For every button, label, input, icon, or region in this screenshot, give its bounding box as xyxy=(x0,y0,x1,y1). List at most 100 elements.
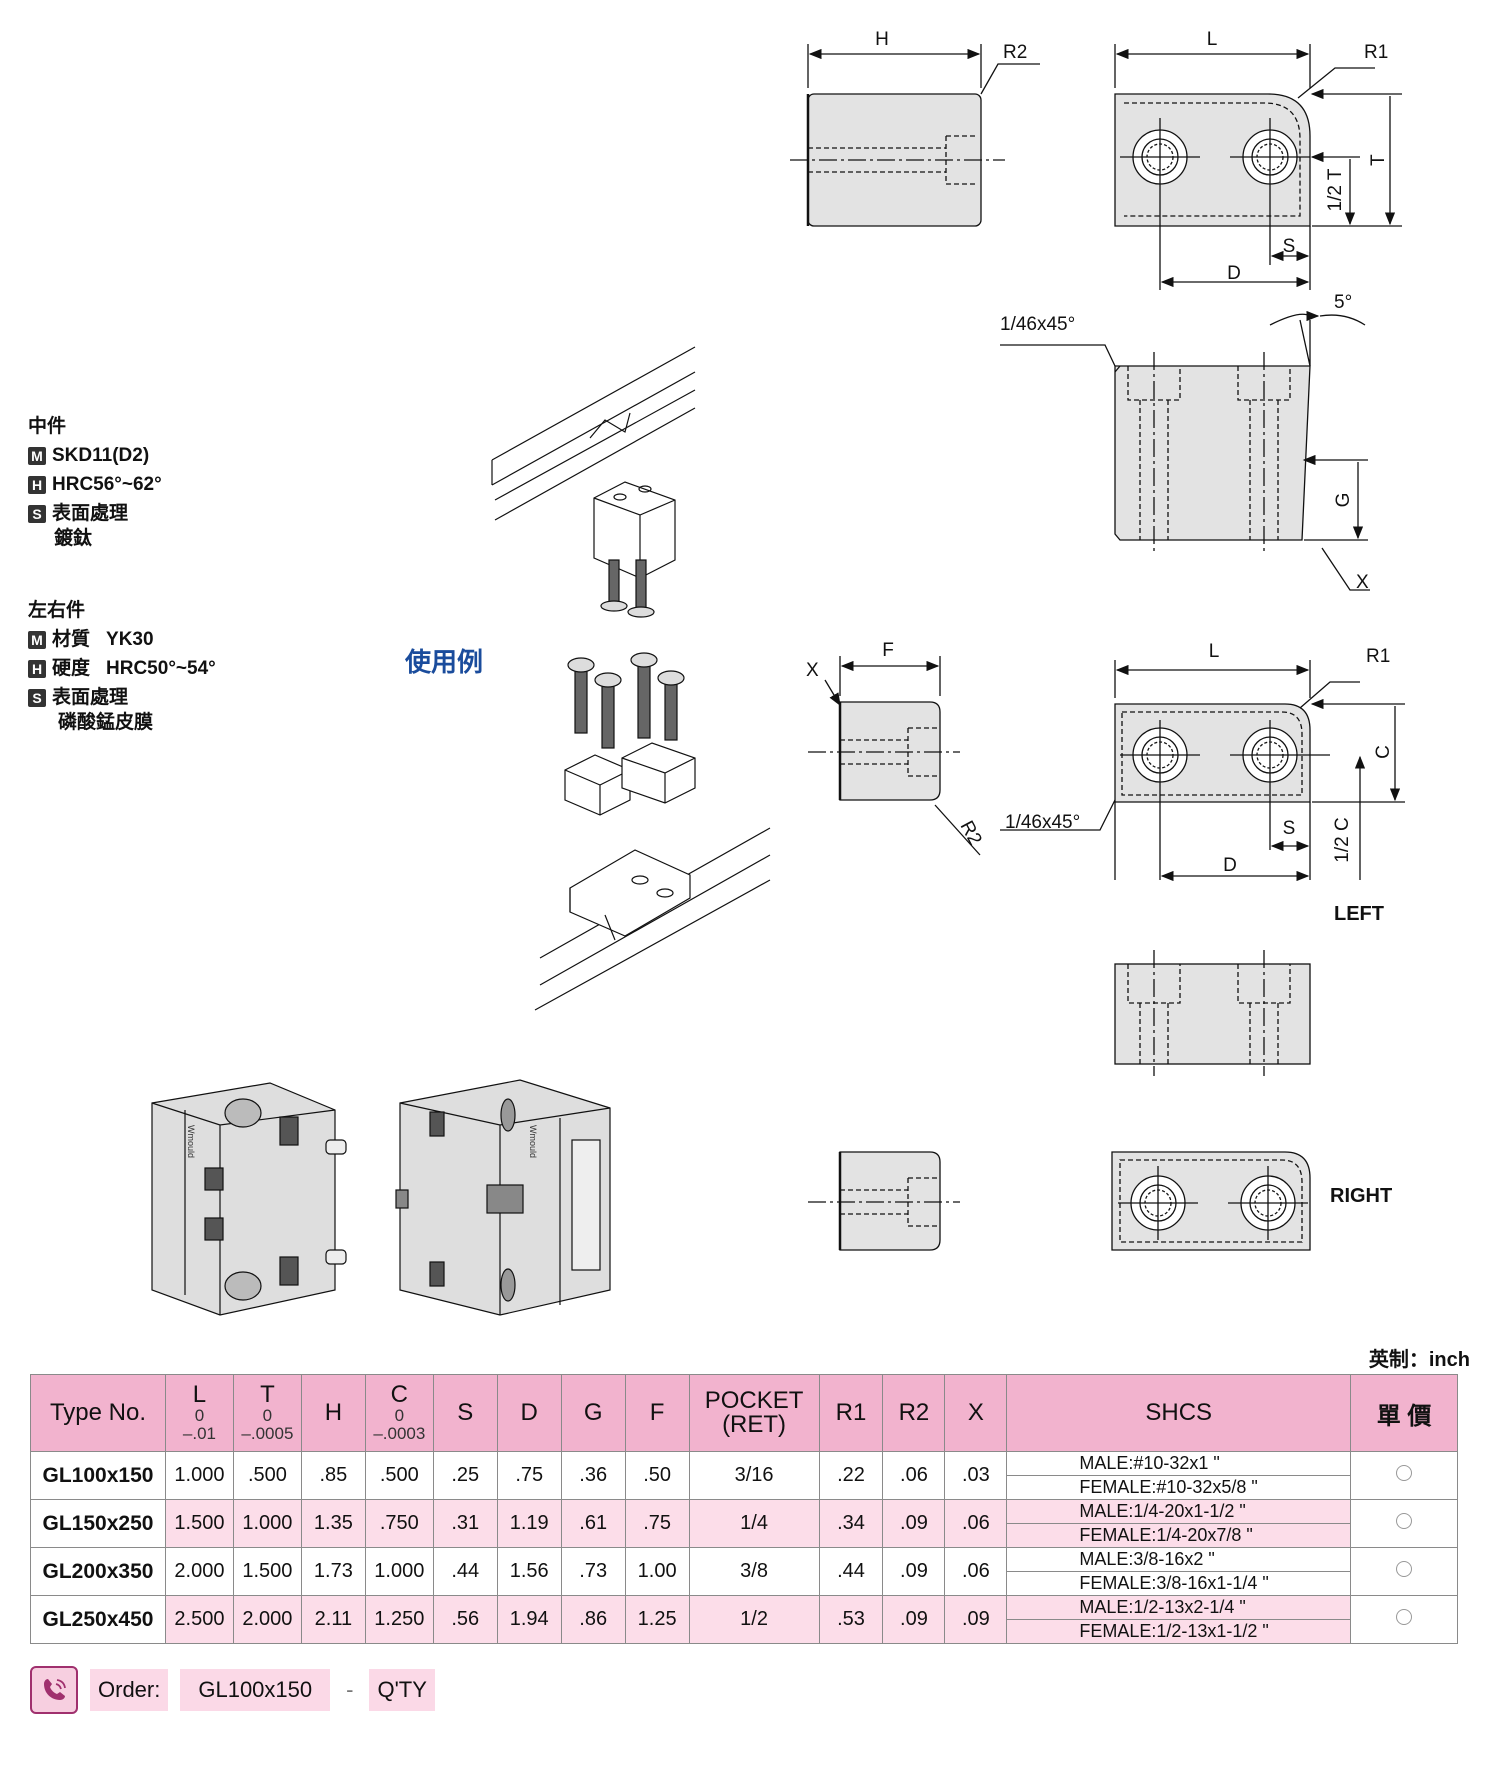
header-T: T 0 –.0005 xyxy=(232,1374,302,1452)
order-dash: - xyxy=(346,1677,354,1702)
dim-R1-left-label: R1 xyxy=(1366,646,1390,667)
shcs-male: MALE:1/4-20x1-1/2 " xyxy=(1079,1501,1246,1521)
select-radio[interactable] xyxy=(1396,1561,1413,1577)
right-plan-view xyxy=(1111,1151,1311,1251)
usage-illustration xyxy=(491,346,771,1011)
shcs-female: FEMALE:1/2-13x1-1/2 " xyxy=(1007,1619,1351,1643)
surface-badge: S xyxy=(28,688,46,707)
cell-D: 1.56 xyxy=(496,1547,562,1596)
dim-half-C-label: 1/2 C xyxy=(1332,817,1353,862)
cell-shcs: MALE:1/4-20x1-1/2 " FEMALE:1/4-20x7/8 " xyxy=(1006,1499,1352,1548)
dim-C-label: C xyxy=(1373,745,1394,759)
cell-type: GL200x350 xyxy=(30,1547,166,1596)
order-qty: Q'TY xyxy=(369,1669,435,1711)
mold-base-right xyxy=(395,1079,611,1316)
dim-F-label: F xyxy=(882,640,894,661)
header-C: C 0 –.0003 xyxy=(364,1374,434,1452)
select-radio[interactable] xyxy=(1396,1609,1413,1625)
shcs-female: FEMALE:3/8-16x1-1/4 " xyxy=(1007,1571,1351,1595)
dim-L-label: L xyxy=(1207,29,1218,50)
cell-C: .500 xyxy=(364,1451,434,1500)
cell-H: 1.73 xyxy=(300,1547,366,1596)
dim-S-label: S xyxy=(1283,236,1296,257)
cell-X: .09 xyxy=(944,1595,1008,1644)
spec-middle-material: M SKD11(D2) xyxy=(28,441,162,470)
header-R1: R1 xyxy=(818,1374,884,1452)
spec-middle-surface-value: 鍍鈦 xyxy=(54,528,93,549)
dim-chamfer-left-label: 1/46x45° xyxy=(1005,812,1080,833)
dim-R2-left-label: R2 xyxy=(956,817,986,848)
cell-type: GL100x150 xyxy=(30,1451,166,1500)
dim-X-label: X xyxy=(1356,572,1369,593)
hardness-badge: H xyxy=(28,659,46,678)
cell-X: .06 xyxy=(944,1499,1008,1548)
spec-middle-hardness-value: HRC56°~62° xyxy=(52,474,162,495)
cell-price xyxy=(1350,1499,1458,1548)
cell-price xyxy=(1350,1451,1458,1500)
cell-T: 2.000 xyxy=(232,1595,302,1644)
dim-T-label: T xyxy=(1368,154,1389,166)
cell-G: .73 xyxy=(560,1547,626,1596)
right-side-view xyxy=(808,1151,960,1251)
cell-D: 1.19 xyxy=(496,1499,562,1548)
cell-H: 2.11 xyxy=(300,1595,366,1644)
cell-R2: .09 xyxy=(882,1499,946,1548)
mold-base-left xyxy=(151,1082,347,1316)
cell-pocket: 3/8 xyxy=(688,1547,820,1596)
spec-middle-title: 中件 xyxy=(28,416,67,437)
table-row: GL150x250 1.500 1.000 1.35 .750 .31 1.19… xyxy=(30,1499,1458,1548)
cell-G: .86 xyxy=(560,1595,626,1644)
header-pocket: POCKET (RET) xyxy=(688,1374,820,1452)
header-T-tol-top: 0 xyxy=(262,1406,273,1425)
cell-type: GL250x450 xyxy=(30,1595,166,1644)
cell-R1: .34 xyxy=(818,1499,884,1548)
cell-shcs: MALE:#10-32x1 " FEMALE:#10-32x5/8 " xyxy=(1006,1451,1352,1500)
cell-C: 1.250 xyxy=(364,1595,434,1644)
dim-chamfer-top-label: 1/46x45° xyxy=(1000,314,1075,335)
order-example: Order: GL100x150 - Q'TY xyxy=(30,1666,435,1714)
cell-L: 2.500 xyxy=(164,1595,234,1644)
dim-D-label: D xyxy=(1227,263,1241,284)
order-label: Order: xyxy=(90,1669,169,1711)
hardness-badge: H xyxy=(28,475,46,494)
select-radio[interactable] xyxy=(1396,1513,1413,1529)
dim-G-label: G xyxy=(1333,493,1354,508)
spec-table: Type No. L 0 –.01 T 0 –.0005 H C 0 –.000… xyxy=(30,1374,1458,1644)
surface-badge: S xyxy=(28,504,46,523)
spec-side-title: 左右件 xyxy=(28,600,86,621)
spec-middle-surface: S 表面處理 xyxy=(28,499,162,528)
spec-side-hardness: H 硬度 HRC50°~54° xyxy=(28,654,216,683)
cell-D: .75 xyxy=(496,1451,562,1500)
cell-type: GL150x250 xyxy=(30,1499,166,1548)
material-badge: M xyxy=(28,630,46,649)
header-D: D xyxy=(496,1374,562,1452)
cell-price xyxy=(1350,1547,1458,1596)
spec-side-parts: 左右件 M 材質 YK30 H 硬度 HRC50°~54° S 表面處理 磷酸錳… xyxy=(28,596,216,734)
cell-S: .56 xyxy=(432,1595,498,1644)
shcs-male: MALE:3/8-16x2 " xyxy=(1079,1549,1215,1569)
shcs-female: FEMALE:#10-32x5/8 " xyxy=(1007,1475,1351,1499)
cell-pocket: 3/16 xyxy=(688,1451,820,1500)
cell-L: 1.500 xyxy=(164,1499,234,1548)
right-caption: RIGHT xyxy=(1330,1185,1392,1207)
shcs-female: FEMALE:1/4-20x7/8 " xyxy=(1007,1523,1351,1547)
cell-price xyxy=(1350,1595,1458,1644)
cell-F: .75 xyxy=(624,1499,690,1548)
table-row: GL100x150 1.000 .500 .85 .500 .25 .75 .3… xyxy=(30,1451,1458,1500)
cell-G: .36 xyxy=(560,1451,626,1500)
left-plan-view xyxy=(1000,660,1405,882)
cell-F: 1.25 xyxy=(624,1595,690,1644)
middle-side-view xyxy=(790,44,1040,227)
left-caption: LEFT xyxy=(1334,903,1384,925)
brand-mark-left: Wmould xyxy=(186,1125,196,1158)
header-T-tol-bottom: –.0005 xyxy=(241,1424,294,1443)
header-G: G xyxy=(560,1374,626,1452)
cell-R2: .09 xyxy=(882,1595,946,1644)
header-shcs: SHCS xyxy=(1006,1374,1352,1452)
dim-half-T-label: 1/2 T xyxy=(1325,168,1346,211)
middle-front-view xyxy=(1000,310,1370,591)
header-price: 單 價 xyxy=(1350,1374,1458,1452)
header-T-label: T xyxy=(260,1381,275,1408)
select-radio[interactable] xyxy=(1396,1465,1413,1481)
cell-C: 1.000 xyxy=(364,1547,434,1596)
